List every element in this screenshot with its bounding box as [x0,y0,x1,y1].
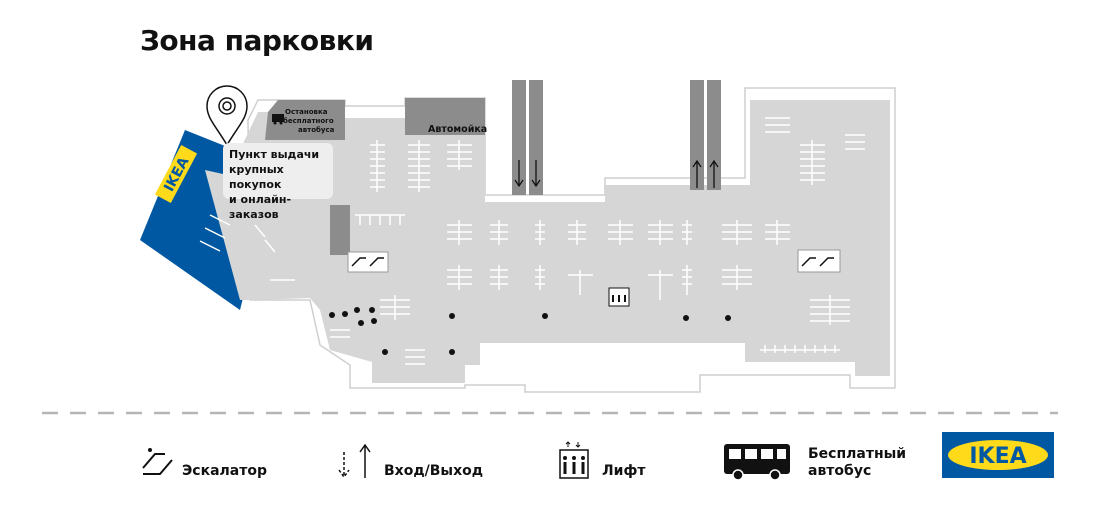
pickup-label-1: Пункт выдачи [229,148,320,161]
ikea-logo-text: IKEA [969,444,1026,469]
escalator-icon [347,251,389,273]
bus-stop-label-2: бесплатного [283,117,334,125]
legend-bus-label-1: Бесплатный [808,446,907,462]
escalator-icon [797,249,841,273]
ikea-logo: IKEA [942,432,1054,478]
page-title: Зона парковки [140,24,374,57]
ramp-right [690,80,721,190]
accessible-parking-icon [329,307,731,355]
bus-stop-label-1: Остановка [285,108,328,116]
ikea-building-logo [154,145,198,203]
bus-icon [272,114,284,125]
parking-area [220,100,890,383]
ramp-strip [330,205,350,255]
escalator-legend-icon [142,448,173,475]
elevator-legend-icon [559,441,589,479]
legend-bus-label-2: автобус [808,463,872,479]
bus-legend-icon [724,444,790,481]
parking-stalls [199,117,865,365]
legend-escalator-label: Эскалатор [182,463,267,479]
ramp-left [512,80,543,195]
location-pin-icon [206,85,248,147]
car-wash-block [405,98,485,135]
pickup-label-3: и онлайн-заказов [229,193,292,221]
legend-entry-exit-label: Вход/Выход [384,463,484,479]
pickup-zone [205,170,285,300]
pickup-point-callout: Пункт выдачи крупных покупок и онлайн-за… [223,143,333,221]
elevator-icon [608,287,630,307]
bus-stop-block [265,100,345,140]
bus-stop-label-3: автобуса [298,126,335,134]
entry-exit-legend-icon [338,443,371,479]
pickup-label-2: крупных покупок [229,163,284,191]
legend-elevator-label: Лифт [602,463,646,479]
car-wash-label: Автомойка [428,124,487,135]
